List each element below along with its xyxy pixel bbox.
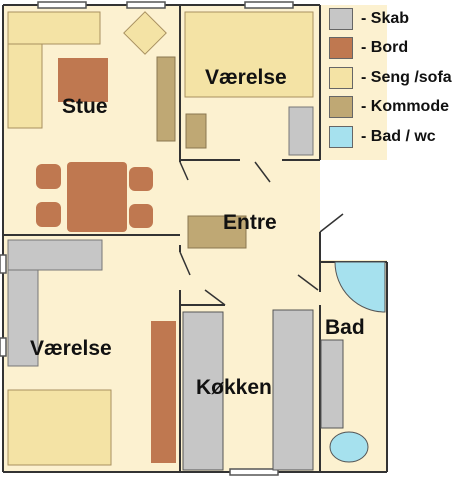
legend-label-seng-sofa: - Seng /sofa xyxy=(361,68,452,86)
wardrobe xyxy=(7,239,103,271)
legend-item-bord: - Bord xyxy=(329,34,463,64)
legend-swatch-skab xyxy=(329,7,353,30)
shower xyxy=(334,261,386,313)
room-label-vaerelse-bottom: Værelse xyxy=(30,337,112,360)
legend-label-bad-wc: - Bad / wc xyxy=(361,127,436,145)
bed xyxy=(7,389,112,466)
kitchen-counter xyxy=(182,311,224,471)
windows xyxy=(0,1,294,476)
toilet xyxy=(329,431,369,463)
legend-swatch-bord xyxy=(329,37,353,60)
legend-item-seng-sofa: - Seng /sofa xyxy=(329,63,463,93)
legend-swatch-kommode xyxy=(329,96,353,119)
dresser xyxy=(156,56,176,142)
bathroom-cabinet xyxy=(320,339,344,429)
legend-swatch-seng-sofa xyxy=(329,66,353,89)
side-table xyxy=(123,11,167,55)
dresser xyxy=(185,113,207,149)
door-swings xyxy=(179,161,344,306)
legend-label-skab: - Skab xyxy=(361,9,410,27)
legend-item-skab: - Skab xyxy=(329,4,463,34)
room-label-entre: Entre xyxy=(223,211,277,234)
chair xyxy=(36,164,61,189)
legend: - Skab - Bord - Seng /sofa - Kommode - B… xyxy=(329,4,463,152)
room-label-kokken: Køkken xyxy=(196,376,272,399)
legend-item-bad-wc: - Bad / wc xyxy=(329,122,463,152)
chair xyxy=(129,204,153,228)
room-label-stue: Stue xyxy=(62,95,108,118)
wardrobe xyxy=(288,106,314,156)
chair xyxy=(36,202,61,227)
legend-label-kommode: - Kommode xyxy=(361,98,449,116)
kitchen-counter xyxy=(272,309,314,471)
dresser xyxy=(187,215,247,249)
sofa xyxy=(7,11,101,45)
room-label-bad: Bad xyxy=(325,316,365,339)
bed xyxy=(184,11,314,98)
legend-label-bord: - Bord xyxy=(361,39,409,57)
room-label-vaerelse-top: Værelse xyxy=(205,66,287,89)
dining-table xyxy=(67,162,127,232)
outside-area xyxy=(320,160,387,260)
coffee-table xyxy=(58,58,108,102)
chair xyxy=(129,167,153,191)
wardrobe xyxy=(7,269,39,367)
desk xyxy=(151,321,176,463)
sofa xyxy=(7,43,43,129)
legend-item-kommode: - Kommode xyxy=(329,93,463,123)
legend-swatch-bad-wc xyxy=(329,125,353,148)
